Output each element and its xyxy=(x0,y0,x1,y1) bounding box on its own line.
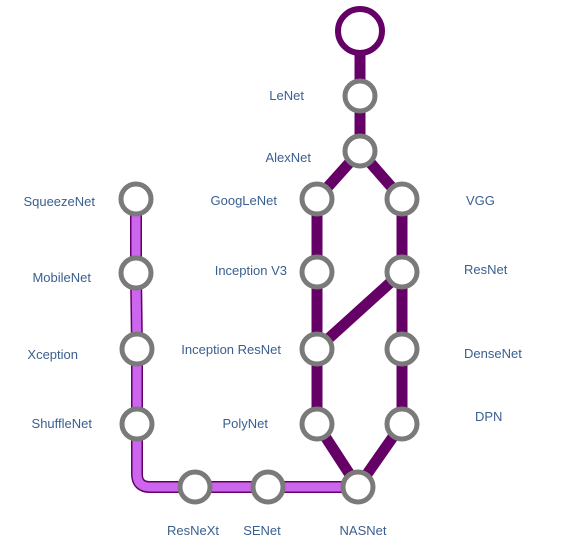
node-dpn xyxy=(384,406,420,442)
label-senet: SENet xyxy=(243,523,281,538)
label-resnet: ResNet xyxy=(464,262,508,277)
node-nasnet xyxy=(340,469,376,505)
label-lenet: LeNet xyxy=(269,88,304,103)
node-lenet xyxy=(342,78,378,114)
label-vgg: VGG xyxy=(466,193,495,208)
label-alexnet: AlexNet xyxy=(265,150,311,165)
node-resnet xyxy=(384,254,420,290)
node-googlenet xyxy=(299,181,335,217)
label-dpn: DPN xyxy=(475,409,502,424)
node-alexnet xyxy=(342,133,378,169)
label-squeezenet: SqueezeNet xyxy=(23,194,95,209)
label-shufflenet: ShuffleNet xyxy=(32,416,93,431)
node-inception-resnet xyxy=(299,331,335,367)
station-nodes xyxy=(118,78,420,505)
node-vgg xyxy=(384,181,420,217)
edge-resnet-inceptionresnet xyxy=(313,267,406,354)
start-node xyxy=(335,6,385,56)
node-mobilenet xyxy=(118,255,154,291)
label-mobilenet: MobileNet xyxy=(32,270,91,285)
label-xception: Xception xyxy=(27,347,78,362)
node-shufflenet xyxy=(119,406,155,442)
node-squeezenet xyxy=(118,181,154,217)
label-nasnet: NASNet xyxy=(340,523,387,538)
node-resnext xyxy=(177,469,213,505)
node-polynet xyxy=(299,406,335,442)
node-inception-v3 xyxy=(299,254,335,290)
node-densenet xyxy=(384,331,420,367)
label-inception-resnet: Inception ResNet xyxy=(181,342,281,357)
label-resnext: ResNeXt xyxy=(167,523,219,538)
label-polynet: PolyNet xyxy=(222,416,268,431)
light-line xyxy=(131,199,358,492)
light-lines xyxy=(130,199,358,493)
labels: LeNet AlexNet GoogLeNet VGG Inception V3… xyxy=(23,88,522,538)
node-senet xyxy=(250,469,286,505)
label-googlenet: GoogLeNet xyxy=(211,193,278,208)
label-densenet: DenseNet xyxy=(464,346,522,361)
node-xception xyxy=(119,331,155,367)
label-inception-v3: Inception V3 xyxy=(215,263,287,278)
